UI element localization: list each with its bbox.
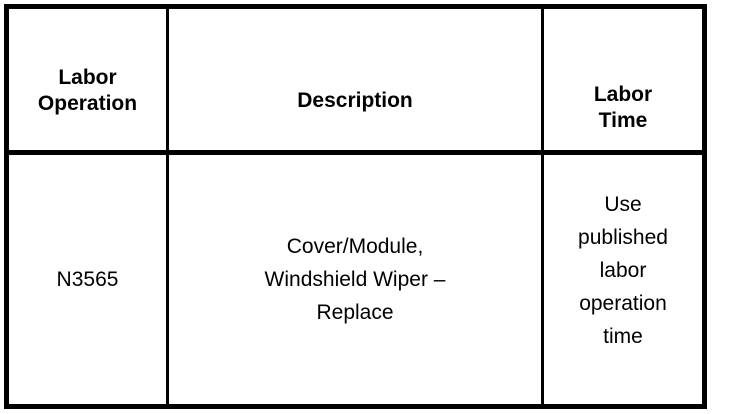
labor-time-value-line-1: Use	[604, 192, 642, 216]
column-header-labor-time: Labor Time	[542, 4, 707, 155]
column-header-description: Description	[167, 4, 544, 155]
labor-time-value-line-2: published	[578, 225, 668, 249]
cell-description: Cover/Module, Windshield Wiper – Replace	[167, 152, 544, 409]
labor-time-value-text: Use published labor operation time	[544, 188, 702, 354]
labor-operation-value-text: N3565	[9, 263, 166, 296]
description-value-text: Cover/Module, Windshield Wiper – Replace	[169, 230, 541, 330]
labor-time-header-text: Labor Time	[544, 82, 702, 133]
labor-time-header-line-2: Time	[598, 109, 648, 132]
description-value-line-3: Replace	[316, 301, 394, 325]
labor-operation-table: Labor Operation Description Labor Time	[4, 4, 707, 409]
table-header-row: Labor Operation Description Labor Time	[4, 4, 707, 155]
description-header-text: Description	[169, 88, 541, 114]
description-header-line-1: Description	[297, 89, 413, 113]
labor-time-value-line-5: time	[603, 325, 643, 349]
labor-operation-header-line-1: Labor	[58, 66, 117, 90]
column-header-labor-operation: Labor Operation	[4, 4, 169, 155]
labor-time-header-line-1: Labor	[593, 83, 653, 107]
cell-labor-time: Use published labor operation time	[542, 152, 707, 409]
table-body: N3565 Cover/Module, Windshield Wiper – R…	[4, 152, 707, 409]
description-value-line-1: Cover/Module,	[286, 234, 424, 258]
table-header: Labor Operation Description Labor Time	[4, 4, 707, 155]
description-value-line-2: Windshield Wiper –	[264, 267, 446, 291]
labor-operation-header-line-2: Operation	[37, 92, 138, 115]
labor-time-value-line-3: labor	[599, 258, 647, 282]
cell-labor-operation: N3565	[4, 152, 169, 409]
table-row: N3565 Cover/Module, Windshield Wiper – R…	[4, 152, 707, 409]
labor-operation-header-text: Labor Operation	[9, 65, 166, 116]
labor-time-value-line-4: operation	[579, 292, 667, 316]
labor-operation-value-line-1: N3565	[56, 267, 119, 291]
